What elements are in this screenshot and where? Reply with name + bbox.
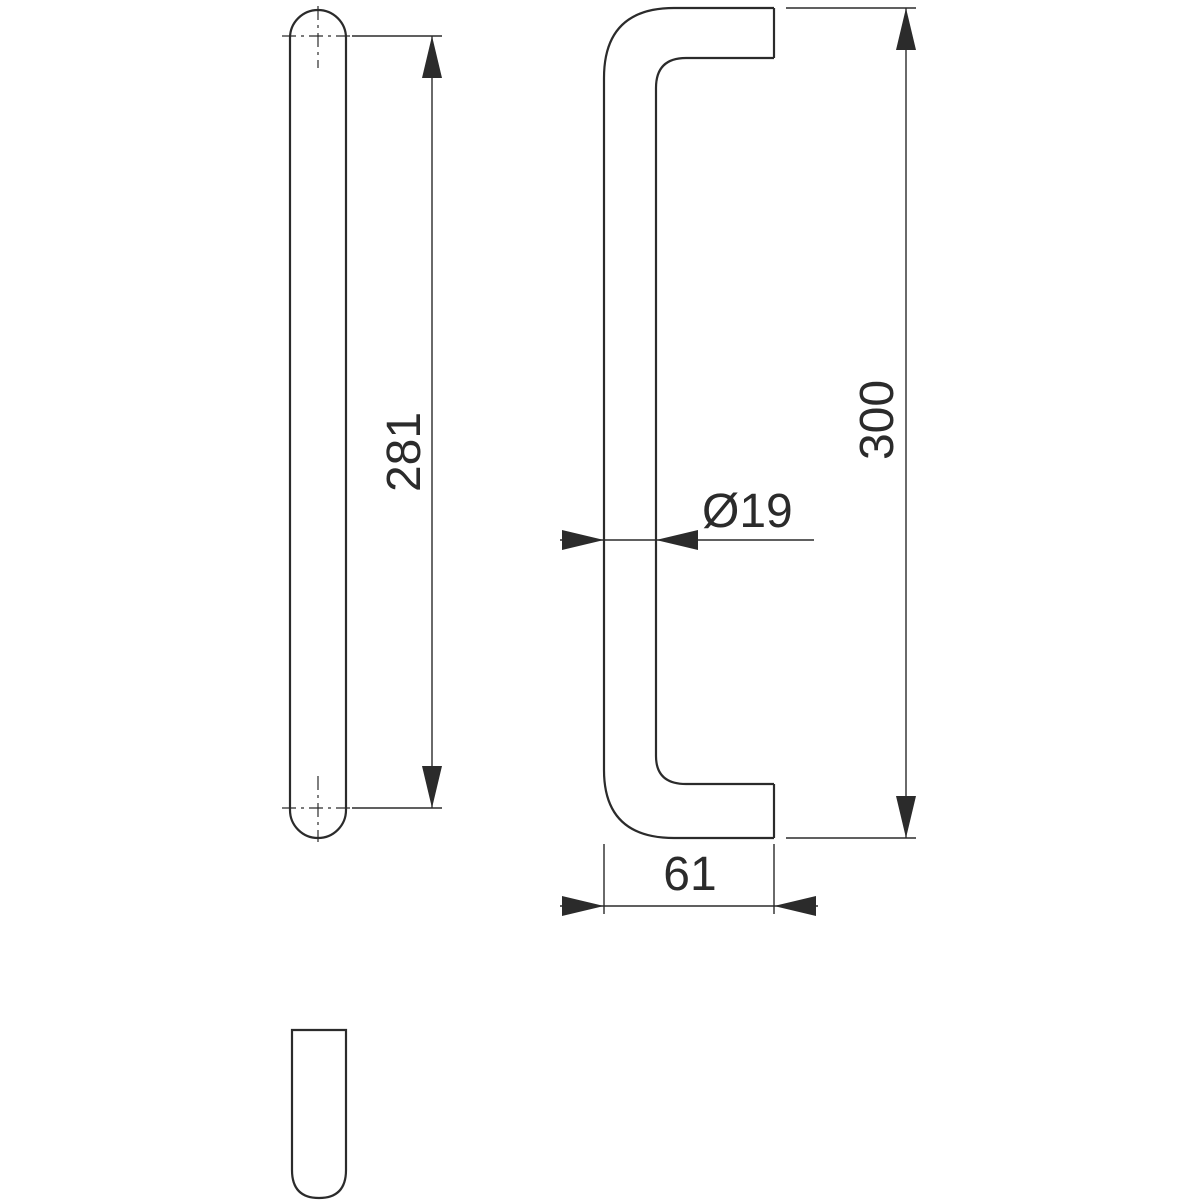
side-view-bar: [288, 8, 348, 840]
dim-diameter-label: Ø19: [702, 485, 793, 538]
end-view-profile: [290, 1028, 348, 1200]
dim-61-label: 61: [663, 848, 716, 901]
handle-outer-contour: [602, 6, 774, 840]
front-view: [602, 6, 776, 840]
dim-diameter-arrow-right: [656, 530, 698, 550]
dim-281-label: 281: [378, 412, 431, 492]
dim-diameter-arrow-left: [562, 530, 604, 550]
dim-61-arrow-left: [562, 896, 604, 916]
dim-300-arrow-top: [896, 8, 916, 50]
dim-300-arrow-bottom: [896, 796, 916, 838]
dim-300-label: 300: [851, 380, 904, 460]
dim-61-arrow-right: [774, 896, 816, 916]
end-view: [290, 1028, 348, 1200]
dim-281-arrow-top: [422, 36, 442, 78]
side-view: 281: [282, 6, 442, 842]
dim-diameter: Ø19: [560, 485, 814, 550]
dim-300: 300: [786, 7, 916, 839]
dim-281-arrow-bottom: [422, 766, 442, 808]
handle-inner-contour: [654, 56, 774, 786]
dim-61: 61: [560, 844, 818, 916]
